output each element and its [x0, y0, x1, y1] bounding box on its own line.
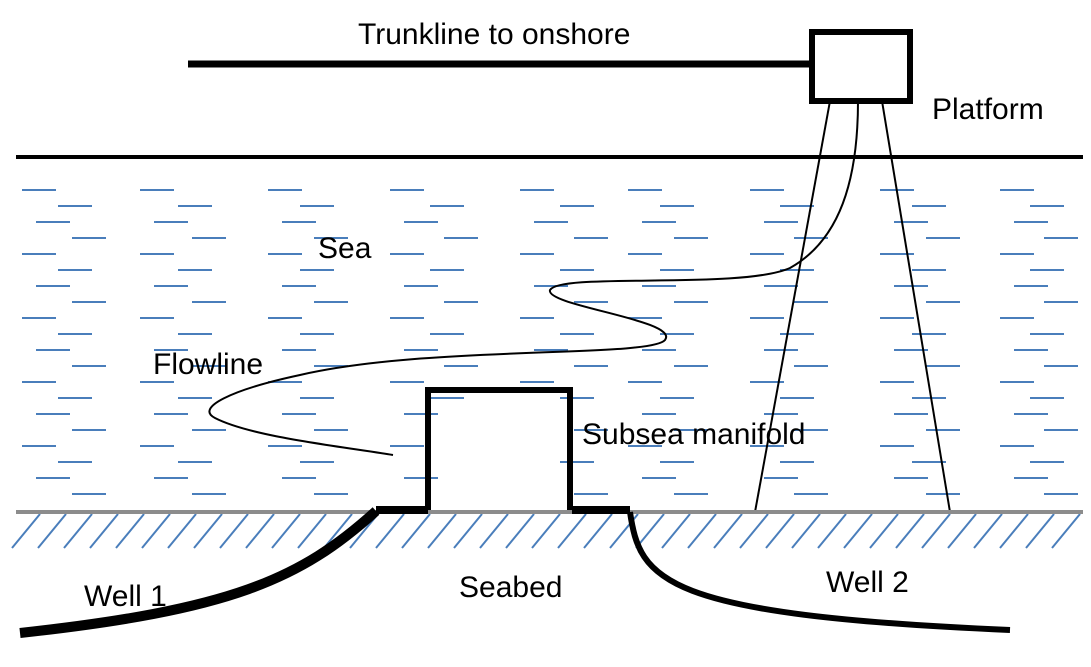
seabed-hatch-line: [947, 513, 977, 549]
seabed-hatching: [11, 513, 1081, 549]
seabed-hatch-line: [115, 513, 145, 549]
seabed-hatch-line: [1051, 513, 1081, 549]
seabed-hatch-line: [63, 513, 93, 549]
platform-leg-left: [754, 100, 831, 513]
platform-deck: [809, 29, 913, 104]
seabed-hatch-line: [401, 513, 431, 549]
seabed-hatch-line: [141, 513, 171, 549]
seabed-hatch-line: [219, 513, 249, 549]
seabed-hatch-line: [713, 513, 743, 549]
sea-label: Sea: [318, 232, 372, 265]
seabed-hatch-line: [37, 513, 67, 549]
seabed-label: Seabed: [459, 571, 562, 604]
seabed-hatch-line: [11, 513, 41, 549]
seabed-hatch-line: [193, 513, 223, 549]
seabed-hatch-line: [323, 513, 353, 549]
seabed-hatch-line: [531, 513, 561, 549]
seabed-hatch-line: [271, 513, 301, 549]
seabed-hatch-line: [635, 513, 665, 549]
seabed-hatch-line: [167, 513, 197, 549]
seabed-hatch-line: [817, 513, 847, 549]
seabed-hatch-line: [453, 513, 483, 549]
seabed-hatch-line: [765, 513, 795, 549]
water-pattern: [22, 189, 1078, 495]
trunkline-label: Trunkline to onshore: [358, 18, 630, 51]
platform-leg-right: [881, 100, 951, 513]
seabed-hatch-line: [89, 513, 119, 549]
seabed-hatch-line: [505, 513, 535, 549]
seabed-hatch-line: [973, 513, 1003, 549]
seabed-hatch-line: [895, 513, 925, 549]
platform-label: Platform: [932, 93, 1044, 126]
seabed-hatch-line: [583, 513, 613, 549]
seabed-hatch-line: [479, 513, 509, 549]
seabed-hatch-line: [427, 513, 457, 549]
seabed-hatch-line: [843, 513, 873, 549]
flowline-label: Flowline: [153, 348, 263, 381]
well-2-label: Well 2: [826, 566, 909, 599]
seabed-hatch-line: [245, 513, 275, 549]
subsea-manifold-label: Subsea manifold: [582, 418, 805, 451]
seabed-hatch-line: [375, 513, 405, 549]
seabed-hatch-line: [297, 513, 327, 549]
subsea-manifold: [425, 387, 573, 512]
seabed-hatch-line: [999, 513, 1029, 549]
flowline: [208, 100, 859, 456]
well-2-bore: [627, 511, 1011, 633]
seabed-hatch-line: [869, 513, 899, 549]
seabed-hatch-line: [661, 513, 691, 549]
well-1-bore: [19, 507, 380, 638]
seabed-hatch-line: [791, 513, 821, 549]
seabed-hatch-line: [921, 513, 951, 549]
seabed-hatch-line: [687, 513, 717, 549]
seabed-hatch-line: [739, 513, 769, 549]
seabed-hatch-line: [557, 513, 587, 549]
well-1-label: Well 1: [84, 580, 167, 613]
seabed-hatch-line: [1025, 513, 1055, 549]
